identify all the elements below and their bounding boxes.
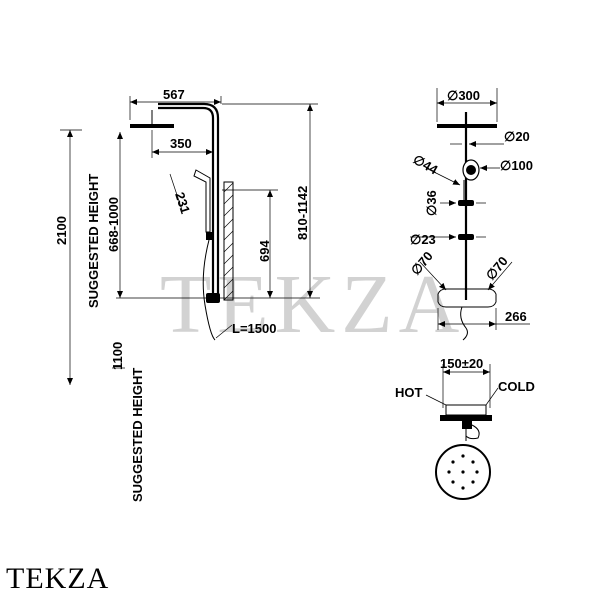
hose	[202, 239, 216, 341]
dim-overall: 2100	[54, 216, 69, 245]
hand-shower-side	[193, 169, 211, 233]
dim-pipe: ∅20	[504, 129, 530, 144]
shower-head-side	[130, 124, 174, 128]
dim-head: ∅300	[447, 88, 480, 103]
hose-length: L=1500	[232, 321, 276, 336]
handshower-holder	[458, 200, 474, 206]
shower-column	[158, 106, 215, 300]
dim-handshower: 231	[172, 190, 193, 215]
dim-suggested-top: 668-1000	[106, 197, 121, 252]
label-suggested-height-top: SUGGESTED HEIGHT	[86, 174, 101, 308]
dim-width: 567	[163, 87, 185, 102]
dim-handshower-face: ∅100	[500, 158, 533, 173]
dim-bottom: 1100	[110, 342, 125, 370]
mixer-top	[445, 404, 487, 416]
dim-handshower-d: ∅44	[411, 152, 441, 178]
label-suggested-height-bottom: SUGGESTED HEIGHT	[130, 368, 145, 502]
label-cold: COLD	[498, 379, 535, 394]
dim-centers: 150±20	[440, 356, 483, 371]
dim-total: 810-1142	[295, 186, 310, 240]
dim-bracket: ∅23	[410, 232, 436, 247]
brand-logo: TEKZA	[6, 562, 110, 595]
dim-mixer-width: 266	[505, 309, 527, 324]
dim-slide: 694	[257, 240, 272, 262]
label-hot: HOT	[395, 385, 423, 400]
side-view: 567 350 231 694 810-1142 668-1000 2100 S…	[54, 87, 320, 502]
wall-hatch	[223, 181, 234, 301]
top-view: 150±20 HOT COLD	[395, 356, 535, 500]
wall-bracket	[458, 234, 474, 240]
dim-arm: 350	[170, 136, 192, 151]
dim-holder: ∅36	[424, 190, 439, 216]
